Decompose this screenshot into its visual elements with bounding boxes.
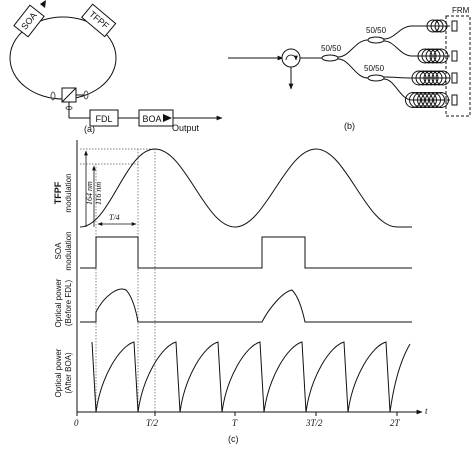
row2-label-1: SOA — [54, 242, 63, 260]
caption-c: (c) — [228, 434, 239, 444]
coupler-1 — [321, 54, 339, 62]
soa-arrow-icon — [40, 0, 46, 8]
tfpf-modulation-curve — [79, 148, 412, 228]
tfpf-block: TFPF — [81, 3, 117, 38]
coupler-3-label: 50/50 — [364, 64, 385, 73]
optical-power-before-fdl-trace — [80, 288, 412, 323]
coupler-2 — [367, 36, 385, 44]
row1-label-1: TFPF — [53, 181, 63, 204]
caption-b: (b) — [344, 121, 355, 131]
x-tick-t: T — [232, 418, 238, 428]
soa-modulation-trace — [80, 236, 412, 269]
x-ticks — [76, 412, 398, 416]
fiber-coil-2 — [417, 48, 449, 64]
fiber-coil-3 — [411, 70, 451, 86]
x-tick-three-half: 3T/2 — [305, 418, 323, 428]
lens-left — [50, 91, 56, 101]
x-axis-label: t — [425, 406, 428, 416]
soa-block: SOA — [13, 0, 46, 38]
row2-label-2: modulation — [64, 231, 73, 270]
row3-label-2: (Before FDL) — [64, 280, 73, 327]
fdl-label: FDL — [95, 114, 112, 124]
x-tick-2t: 2T — [390, 418, 401, 428]
caption-a: (a) — [84, 124, 95, 134]
optical-power-after-boa-trace — [91, 341, 411, 413]
frm-4 — [451, 94, 458, 106]
panel-a: SOA TFPF FDL BOA Output (a) — [9, 0, 223, 134]
boa-label: BOA — [142, 114, 161, 124]
dim-outer-label: 164 nm — [85, 181, 94, 205]
frm-3 — [451, 72, 458, 84]
boa-arrow-icon — [163, 114, 172, 122]
frm-box — [445, 15, 471, 117]
x-tick-0: 0 — [74, 418, 79, 428]
coupler-1-label: 50/50 — [321, 44, 342, 53]
fiber-coil-1 — [426, 19, 448, 33]
row3-label-1: Optical power — [54, 278, 63, 327]
frm-label: FRM — [452, 6, 470, 15]
x-tick-half: T/2 — [146, 418, 159, 428]
coupler-3 — [367, 74, 385, 82]
output-label: Output — [172, 123, 200, 133]
row1-label-2: modulation — [64, 173, 73, 212]
panel-c: 0 T/2 T 3T/2 2T t (c) TFPF modulation SO… — [53, 140, 428, 444]
row4-label-2: (After BOA) — [64, 352, 73, 394]
frm-2 — [451, 50, 458, 62]
circulator — [281, 48, 301, 68]
coupler-2-label: 50/50 — [366, 26, 387, 35]
row4-label-1: Optical power — [54, 348, 63, 397]
fiber-coil-4 — [405, 92, 449, 108]
guide-lines — [80, 148, 156, 412]
panel-b: 50/50 50/50 50/50 FRM (b) — [228, 6, 471, 131]
quarter-label: T/4 — [109, 213, 120, 222]
dim-inner-label: 116 nm — [94, 182, 103, 205]
frm-1 — [451, 20, 458, 32]
